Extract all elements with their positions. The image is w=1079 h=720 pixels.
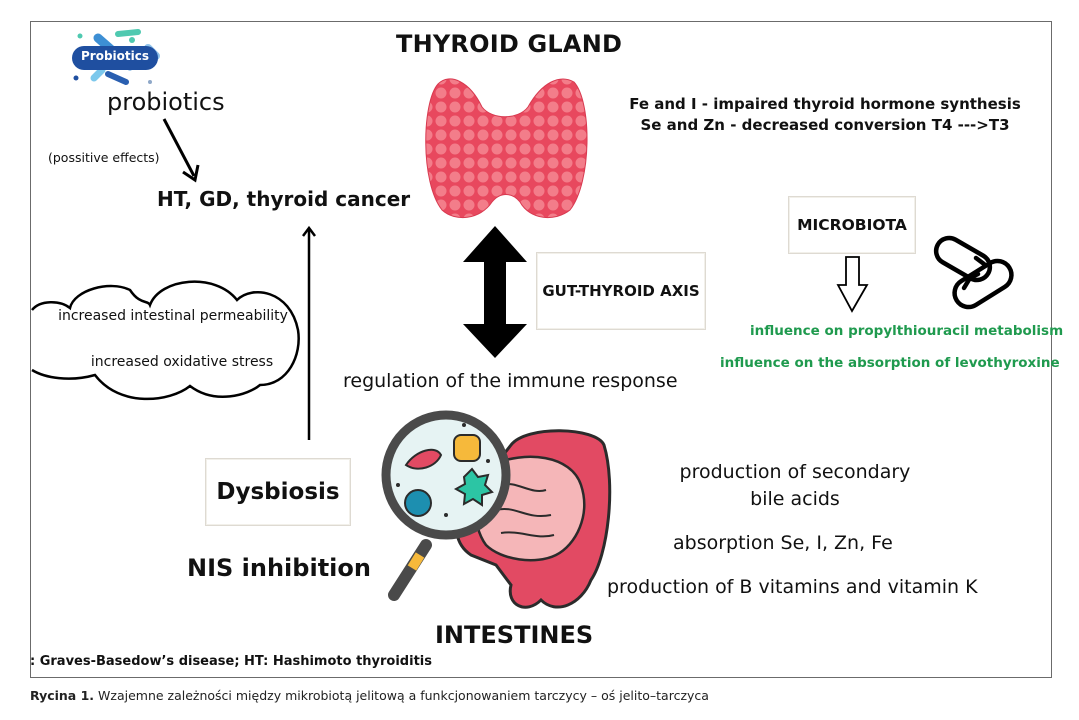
figure-caption: Rycina 1. Wzajemne zależności między mik…: [30, 688, 709, 703]
intestine-function-absorption: absorption Se, I, Zn, Fe: [673, 532, 893, 554]
intestine-function-vitamins: production of B vitamins and vitamin K: [607, 576, 978, 598]
caption-label: Rycina 1.: [30, 688, 95, 703]
cloud-text-permeability: increased intestinal permeability: [58, 308, 288, 324]
intestine-function-bile-acids: production of secondary bile acids: [679, 461, 911, 510]
intestines-title: INTESTINES: [435, 621, 594, 649]
thyroid-effect-fe-i: Fe and I - impaired thyroid hormone synt…: [629, 95, 1021, 113]
dysbiosis-up-arrow: [302, 225, 316, 440]
gut-thyroid-double-arrow: [463, 226, 527, 358]
probiotics-logo-label: Probiotics: [80, 49, 149, 63]
thyroid-effects: Fe and I - impaired thyroid hormone synt…: [625, 94, 1025, 136]
probiotics-logo-icon: [72, 29, 160, 85]
microbiota-box: MICROBIOTA: [788, 196, 916, 254]
thyroid-effect-se-zn: Se and Zn - decreased conversion T4 --->…: [640, 116, 1010, 134]
positive-effects-label: (possitive effects): [48, 150, 160, 165]
microbiota-label: MICROBIOTA: [797, 216, 907, 234]
abbreviations-note: : Graves-Basedow’s disease; HT: Hashimot…: [30, 654, 432, 669]
pills-icon: [933, 235, 1014, 310]
immune-response-label: regulation of the immune response: [343, 370, 678, 392]
intestines-magnifier-icon: [381, 410, 612, 609]
nis-inhibition-label: NIS inhibition: [187, 554, 371, 582]
gut-thyroid-axis-box: GUT-THYROID AXIS: [536, 252, 706, 330]
thyroid-gland-title: THYROID GLAND: [396, 30, 623, 58]
cloud-shape: [31, 280, 300, 401]
caption-text: Wzajemne zależności między mikrobiotą je…: [94, 688, 709, 703]
probiotics-arrow: [162, 118, 200, 183]
probiotics-label: probiotics: [107, 88, 225, 116]
microbiota-effect-propylthiouracil: influence on propylthiouracil metabolism: [750, 323, 1064, 339]
cloud-text-oxidative-stress: increased oxidative stress: [90, 354, 274, 370]
microbiota-effect-levothyroxine: influence on the absorption of levothyro…: [720, 355, 1060, 371]
microbiota-down-arrow: [836, 256, 869, 313]
dysbiosis-label: Dysbiosis: [216, 479, 340, 505]
thyroid-gland-icon: [425, 78, 588, 219]
dysbiosis-box: Dysbiosis: [205, 458, 351, 526]
diseases-label: HT, GD, thyroid cancer: [157, 187, 411, 211]
gut-thyroid-axis-label: GUT-THYROID AXIS: [542, 282, 700, 300]
